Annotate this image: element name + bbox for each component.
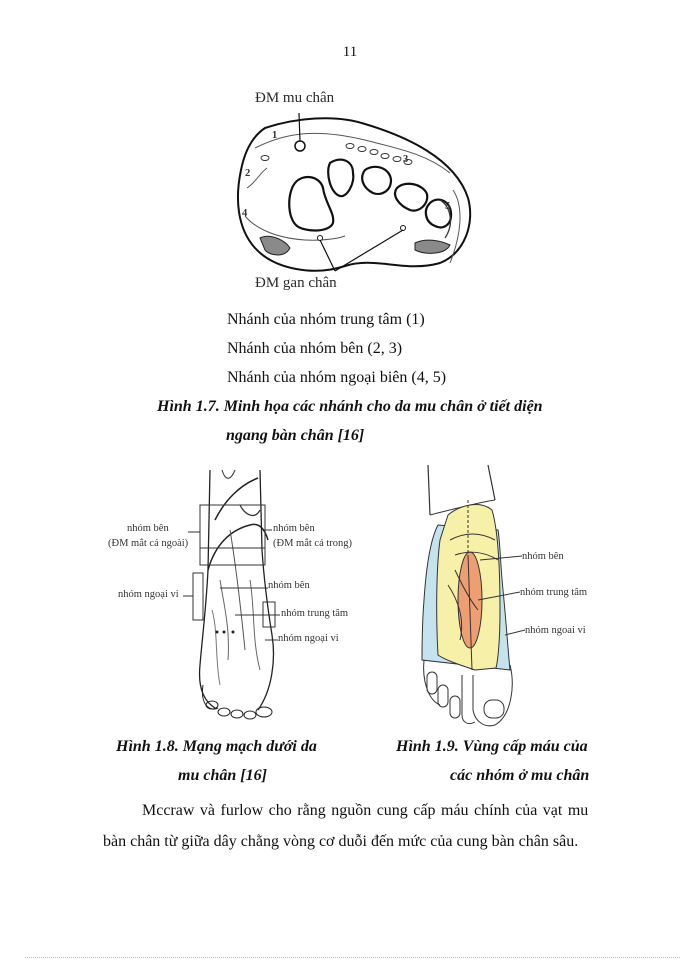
label-plantar-artery: ĐM gan chân: [255, 275, 337, 291]
label-lateral-mid: nhóm bên: [268, 580, 310, 591]
legend-peripheral-group: Nhánh của nhóm ngoại biên (4, 5): [227, 369, 447, 386]
label-central: nhóm trung tâm: [281, 608, 349, 619]
caption-figure-1-9-line1: Hình 1.9. Vùng cấp máu của: [396, 738, 588, 755]
legend-central-group: Nhánh của nhóm trung tâm (1): [227, 311, 425, 328]
caption-figure-1-8-line1: Hình 1.8. Mạng mạch dưới da: [116, 738, 317, 755]
label-central-zone: nhóm trung tâm: [520, 587, 588, 598]
dorsal-foot-zones-diagram: [421, 464, 526, 727]
figure-1-7: ĐM mu chân ĐM gan chân 1 2 3 4 5: [225, 88, 480, 298]
page-footer-rule: [25, 957, 680, 958]
label-lateral-right: nhóm bên: [273, 523, 315, 534]
legend-lateral-group: Nhánh của nhóm bên (2, 3): [227, 340, 403, 357]
figure-1-9: nhóm bên nhóm trung tâm nhóm ngoai vi: [400, 460, 600, 732]
label-lateral-left: nhóm bên: [127, 523, 169, 534]
label-number-2: 2: [245, 168, 251, 179]
label-peripheral-right: nhóm ngoại vi: [278, 633, 339, 644]
label-lateral-zone: nhóm bên: [522, 551, 564, 562]
body-paragraph-line2: bàn chân từ giữa dây chằng vòng cơ duỗi …: [103, 833, 579, 850]
figure-1-8: nhóm bên (ĐM mắt cá ngoài) nhóm bên (ĐM …: [100, 460, 380, 720]
label-number-4: 4: [242, 208, 248, 219]
label-number-3: 3: [403, 154, 409, 165]
label-lateral-malleolar-right: (ĐM mắt cá trong): [273, 538, 353, 549]
label-dorsal-artery: ĐM mu chân: [255, 90, 335, 106]
caption-figure-1-7-line1: Hình 1.7. Minh họa các nhánh cho da mu c…: [157, 398, 543, 415]
label-peripheral-zone: nhóm ngoai vi: [525, 625, 586, 636]
caption-figure-1-8-line2: mu chân [16]: [178, 767, 267, 784]
label-number-1: 1: [272, 130, 278, 141]
body-paragraph-line1: Mccraw và furlow cho rằng nguồn cung cấp…: [142, 802, 589, 819]
label-peripheral-left: nhóm ngoại vi: [118, 589, 179, 600]
label-lateral-malleolar-left: (ĐM mắt cá ngoài): [108, 538, 189, 549]
label-number-5: 5: [445, 201, 451, 212]
foot-cross-section-diagram: [236, 112, 472, 272]
caption-figure-1-7-line2: ngang bàn chân [16]: [226, 427, 365, 444]
caption-figure-1-9-line2: các nhóm ở mu chân: [450, 767, 590, 784]
dorsal-foot-vascular-diagram: [183, 469, 280, 720]
page-number: 11: [342, 44, 358, 60]
